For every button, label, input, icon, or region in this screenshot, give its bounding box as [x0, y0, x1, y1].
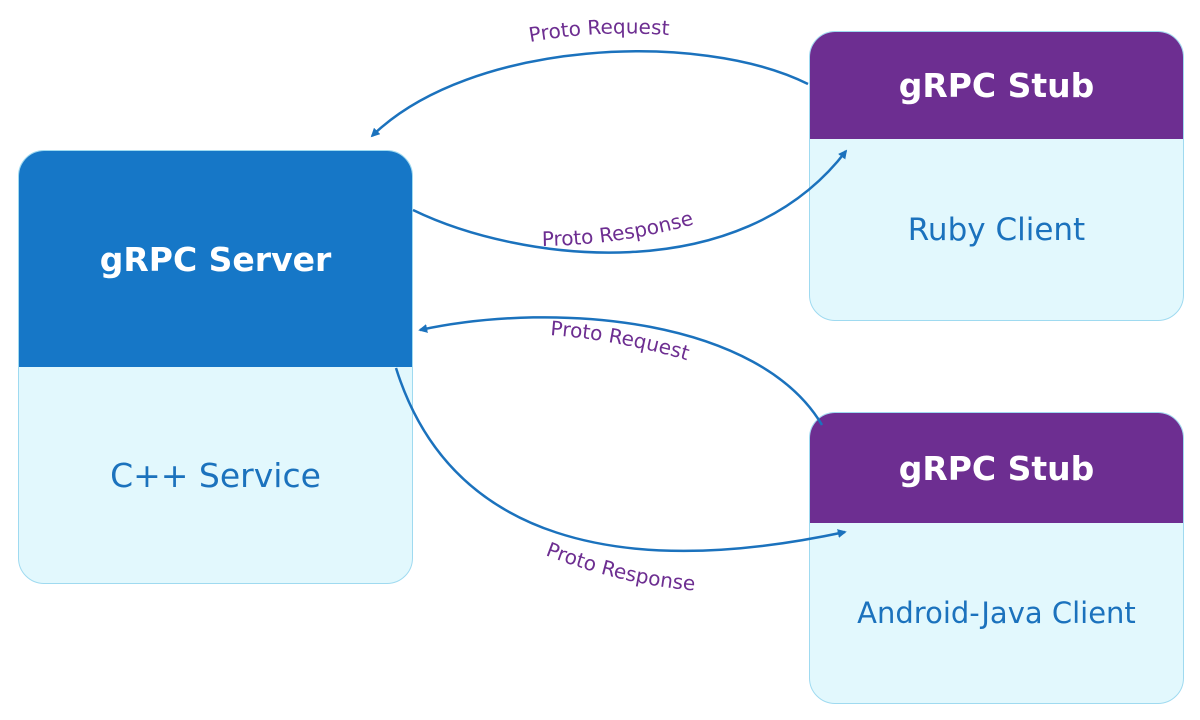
android-client-body: Android-Java Client — [857, 596, 1136, 630]
server-body: C++ Service — [110, 455, 321, 495]
ruby-stub-header: gRPC Stub — [810, 32, 1183, 139]
ruby-client-box: gRPC Stub Ruby Client — [809, 31, 1184, 321]
android-response-arrow — [394, 367, 847, 552]
android-request-arrow — [418, 316, 824, 426]
android-stub-header: gRPC Stub — [810, 413, 1183, 523]
ruby-response-arrow — [412, 149, 848, 254]
ruby-request-label: Proto Request — [527, 14, 671, 46]
server-header: gRPC Server — [19, 151, 412, 367]
ruby-client-body: Ruby Client — [907, 211, 1086, 248]
ruby-response-label: Proto Response — [542, 206, 696, 251]
grpc-server-box: gRPC Server C++ Service — [18, 150, 413, 584]
ruby-request-arrow — [370, 50, 809, 138]
android-client-box: gRPC Stub Android-Java Client — [809, 412, 1184, 704]
